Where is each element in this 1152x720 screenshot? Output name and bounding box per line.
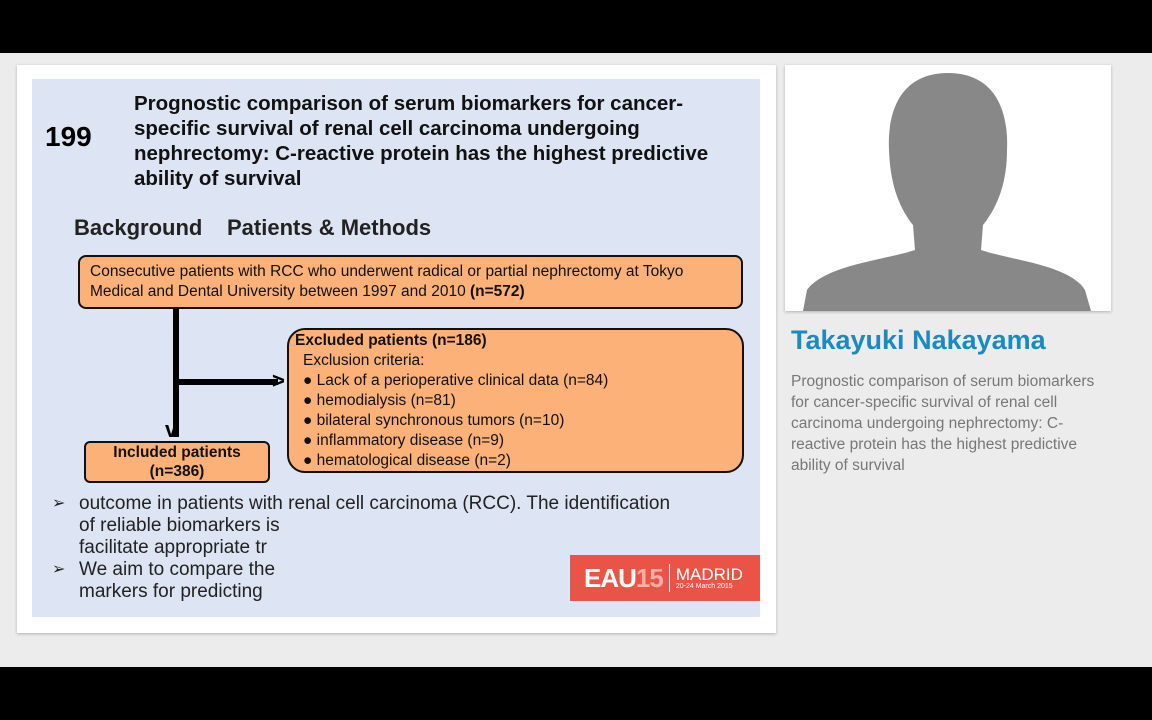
- section-heading-background: Background: [74, 215, 203, 240]
- exclusion-item: ● bilateral synchronous tumors (n=10): [303, 412, 565, 429]
- slide-panel: 199 Prognostic comparison of serum bioma…: [17, 65, 776, 633]
- flow-arrow-right: [173, 379, 278, 385]
- cohort-box: Consecutive patients with RCC who underw…: [78, 255, 743, 309]
- speaker-name: Takayuki Nakayama: [791, 325, 1046, 355]
- included-n: (n=386): [149, 463, 205, 480]
- excluded-box: Excluded patients (n=186) Exclusion crit…: [287, 328, 744, 473]
- included-box: Included patients (n=386): [84, 441, 270, 483]
- person-silhouette-icon: [803, 73, 1091, 311]
- slide: 199 Prognostic comparison of serum bioma…: [32, 79, 760, 617]
- exclusion-label: Exclusion criteria:: [303, 352, 425, 369]
- section-heading-methods: Patients & Methods: [227, 215, 432, 240]
- cohort-text: Consecutive patients with RCC who underw…: [90, 263, 684, 300]
- exclusion-item: ● inflammatory disease (n=9): [303, 432, 505, 449]
- player-stage: 199 Prognostic comparison of serum bioma…: [0, 53, 1152, 667]
- talk-description: Prognostic comparison of serum biomarker…: [791, 373, 1095, 474]
- bullet-icon: ➢: [52, 495, 66, 512]
- included-title: Included patients: [113, 444, 241, 461]
- exclusion-item: ● Lack of a perioperative clinical data …: [303, 372, 609, 389]
- background-text: facilitate appropriate tr: [79, 537, 267, 558]
- flow-arrow-down: [173, 309, 179, 437]
- background-text: We aim to compare the: [79, 559, 276, 580]
- arrowhead-down-icon: v: [165, 417, 178, 442]
- exclusion-item: ● hematological disease (n=2): [303, 452, 511, 469]
- background-text: outcome in patients with renal cell carc…: [79, 493, 671, 514]
- background-text: markers for predicting: [79, 581, 263, 602]
- slide-title: Prognostic comparison of serum biomarker…: [134, 92, 709, 190]
- speaker-avatar: [785, 65, 1111, 311]
- cohort-n: (n=572): [470, 283, 525, 300]
- arrowhead-right-icon: >: [272, 368, 285, 393]
- abstract-number: 199: [45, 121, 92, 152]
- bullet-icon: ➢: [52, 561, 66, 578]
- excluded-title: Excluded patients (n=186): [295, 332, 487, 349]
- background-text: of reliable biomarkers is: [79, 515, 280, 536]
- exclusion-item: ● hemodialysis (n=81): [303, 392, 456, 409]
